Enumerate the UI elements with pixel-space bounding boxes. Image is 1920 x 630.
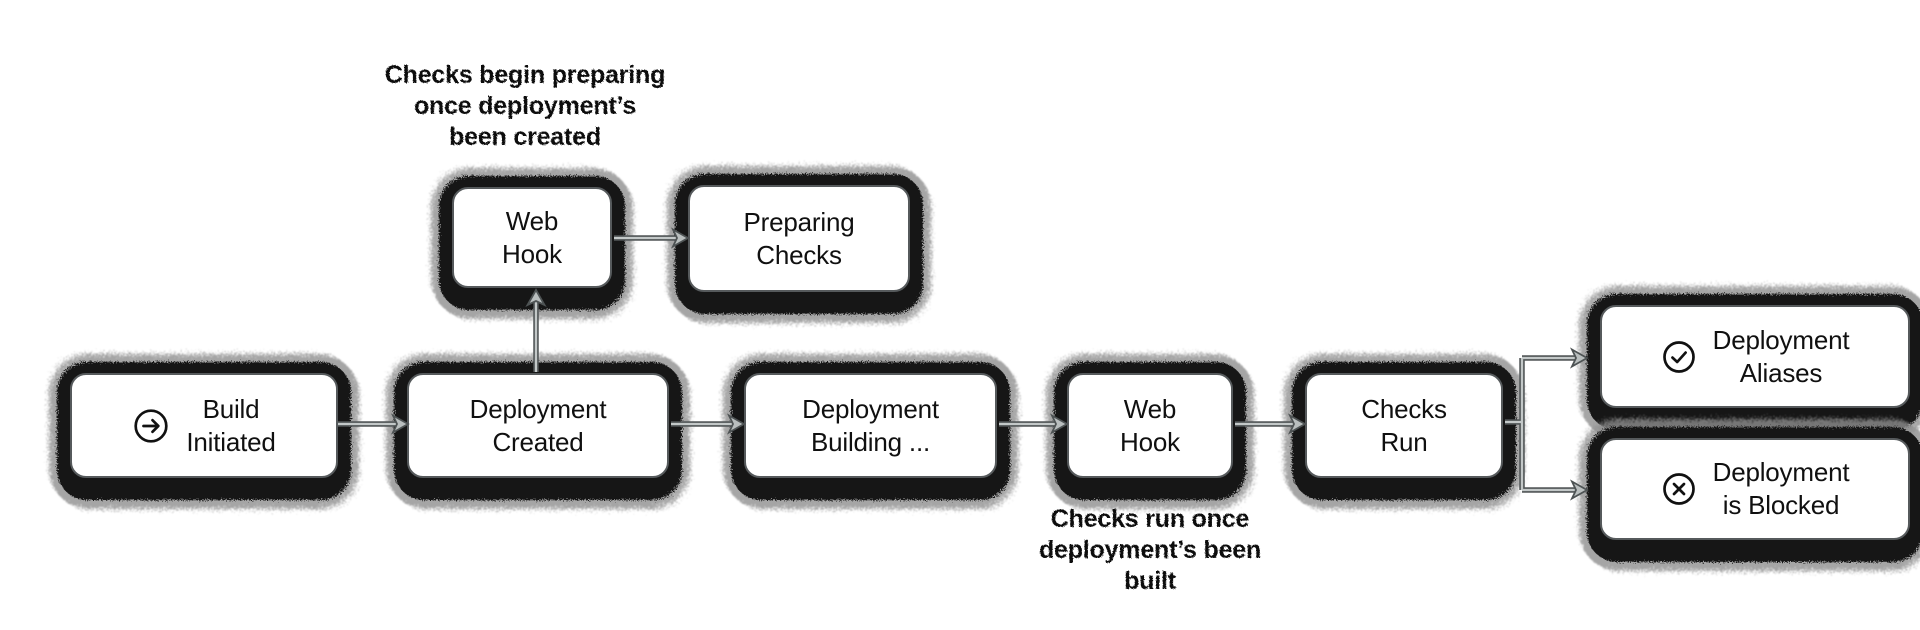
node-face: Deployment is Blocked (1600, 438, 1910, 540)
node-label: Web Hook (1120, 393, 1180, 457)
node-face: Deployment Created (407, 373, 669, 478)
node-deployment-created: Deployment Created (386, 354, 690, 509)
annotation-checks-run: Checks run once deployment’s been built (1038, 505, 1262, 595)
arrow-right-circle-icon (132, 407, 170, 445)
node-label: Build Initiated (186, 393, 276, 457)
node-deployment-building: Deployment Building ... (723, 354, 1018, 509)
node-label: Web Hook (502, 205, 562, 269)
x-circle-icon (1661, 471, 1697, 507)
node-checks-run: Checks Run (1284, 354, 1524, 509)
node-face: Checks Run (1305, 373, 1503, 478)
node-preparing-checks: Preparing Checks (667, 166, 931, 323)
node-face: Web Hook (1067, 373, 1233, 478)
node-web-hook-bottom: Web Hook (1046, 354, 1254, 509)
node-web-hook-top: Web Hook (431, 168, 633, 319)
node-face: Deployment Aliases (1600, 305, 1910, 408)
node-label: Deployment Aliases (1712, 324, 1850, 388)
node-build-initiated: Build Initiated (49, 354, 359, 509)
node-label: Preparing Checks (743, 206, 855, 270)
node-label: Deployment is Blocked (1712, 457, 1850, 520)
node-face: Build Initiated (70, 373, 338, 478)
node-face: Deployment Building ... (744, 373, 997, 478)
node-face: Preparing Checks (688, 185, 910, 292)
node-deployment-aliases: Deployment Aliases (1579, 286, 1920, 439)
check-circle-icon (1661, 339, 1697, 375)
node-label: Checks Run (1361, 393, 1447, 457)
node-label: Deployment Created (469, 393, 607, 457)
node-face: Web Hook (452, 187, 612, 288)
annotation-checks-begin: Checks begin preparing once deployment’s… (384, 61, 666, 151)
node-label: Deployment Building ... (802, 393, 939, 457)
node-deployment-blocked: Deployment is Blocked (1579, 419, 1920, 571)
